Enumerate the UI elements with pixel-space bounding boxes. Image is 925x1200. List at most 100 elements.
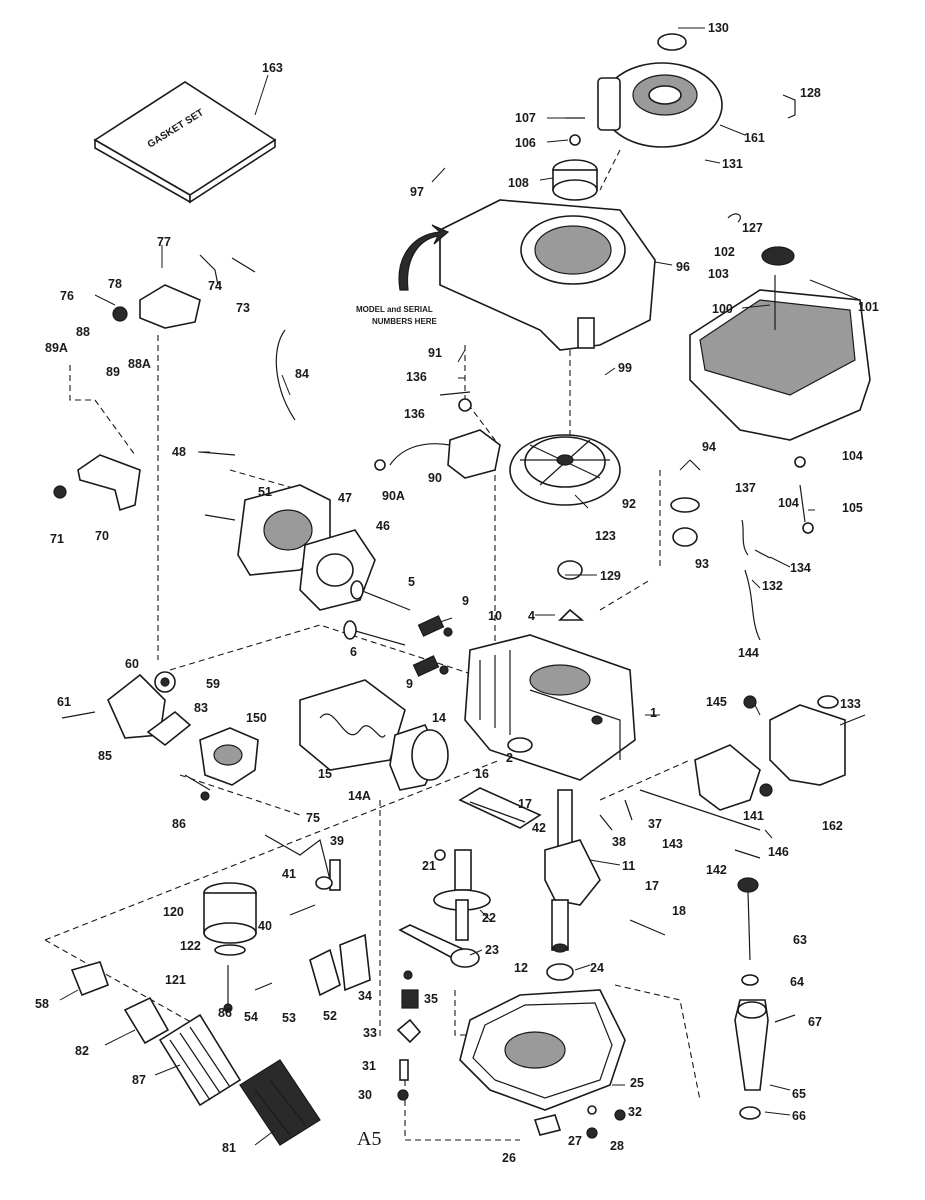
callout-122: 122 <box>180 939 201 953</box>
callout-1: 1 <box>650 706 657 720</box>
callout-71: 71 <box>50 532 64 546</box>
oil-seal <box>507 737 533 753</box>
governor-parts <box>396 970 422 1101</box>
callout-96: 96 <box>676 260 690 274</box>
callout-84: 84 <box>295 367 309 381</box>
callout-86-lower: 86 <box>218 1006 232 1020</box>
callout-127: 127 <box>742 221 763 235</box>
callout-89: 89 <box>106 365 120 379</box>
callout-16: 16 <box>475 767 489 781</box>
callout-88A: 88A <box>128 357 151 371</box>
callout-106: 106 <box>515 136 536 150</box>
callout-74: 74 <box>208 279 222 293</box>
air-filter-assembly <box>70 961 321 1146</box>
callout-59: 59 <box>206 677 220 691</box>
intake-pipe <box>61 671 192 747</box>
callout-32: 32 <box>628 1105 642 1119</box>
callout-123: 123 <box>595 529 616 543</box>
callout-162: 162 <box>822 819 843 833</box>
leader-lines <box>59 27 861 1146</box>
page-mark: A5 <box>357 1128 381 1150</box>
callout-108: 108 <box>508 176 529 190</box>
callout-63: 63 <box>793 933 807 947</box>
fuel-line <box>741 456 814 641</box>
carburetor <box>184 727 259 791</box>
callout-39: 39 <box>330 834 344 848</box>
callout-42: 42 <box>532 821 546 835</box>
callout-146: 146 <box>768 845 789 859</box>
callout-2: 2 <box>506 751 513 765</box>
tank-bracket-assembly <box>743 695 866 797</box>
callout-51: 51 <box>258 485 272 499</box>
throttle-links <box>264 834 341 916</box>
callout-128: 128 <box>800 86 821 100</box>
callout-90A: 90A <box>382 489 405 503</box>
callout-41: 41 <box>282 867 296 881</box>
callout-142: 142 <box>706 863 727 877</box>
callout-104-side: 104 <box>778 496 799 510</box>
connecting-rod <box>398 924 480 968</box>
carb-screw <box>200 791 210 801</box>
callout-88: 88 <box>76 325 90 339</box>
callout-9-upper: 9 <box>462 594 469 608</box>
callout-104-top: 104 <box>842 449 863 463</box>
muffler <box>299 679 449 791</box>
callout-9-lower: 9 <box>406 677 413 691</box>
starter-cup-and-screws <box>552 117 598 201</box>
engine-sump <box>459 989 626 1139</box>
wrist-pin <box>629 919 666 936</box>
callout-101: 101 <box>858 300 879 314</box>
callout-21: 21 <box>422 859 436 873</box>
callout-58: 58 <box>35 997 49 1011</box>
cylinder-head <box>199 451 376 611</box>
callout-33: 33 <box>363 1026 377 1040</box>
callout-31: 31 <box>362 1059 376 1073</box>
rewind-starter <box>597 33 796 148</box>
callout-131: 131 <box>722 157 743 171</box>
part-callouts: 130 128 161 131 107 106 108 163 97 96 12… <box>35 21 879 1165</box>
callout-150: 150 <box>246 711 267 725</box>
callout-38: 38 <box>612 835 626 849</box>
crank-gear <box>546 963 574 981</box>
callout-89A: 89A <box>45 341 68 355</box>
gasket-set-package: GASKET SET <box>93 81 277 204</box>
callout-4: 4 <box>528 609 535 623</box>
callout-11: 11 <box>622 859 635 873</box>
callout-90: 90 <box>428 471 442 485</box>
flywheel-nut <box>557 560 583 580</box>
callout-107: 107 <box>515 111 536 125</box>
callout-145: 145 <box>706 695 727 709</box>
callout-35: 35 <box>424 992 438 1006</box>
callout-47: 47 <box>338 491 352 505</box>
model-serial-note: MODEL and SERIAL NUMBERS HERE <box>356 224 450 326</box>
callout-27: 27 <box>568 1134 582 1148</box>
callout-22: 22 <box>482 911 496 925</box>
primer-parts <box>670 459 701 547</box>
flywheel <box>509 434 621 506</box>
callout-99: 99 <box>618 361 632 375</box>
callout-91: 91 <box>428 346 442 360</box>
callout-30: 30 <box>358 1088 372 1102</box>
callout-18: 18 <box>672 904 686 918</box>
air-cleaner-housing <box>203 882 257 1013</box>
breather-tube <box>458 787 542 829</box>
callout-141: 141 <box>743 809 764 823</box>
callout-15: 15 <box>318 767 332 781</box>
valves <box>343 580 411 646</box>
callout-137: 137 <box>735 481 756 495</box>
callout-17-lower: 17 <box>645 879 659 893</box>
control-bracket <box>112 254 256 329</box>
callout-103: 103 <box>708 267 729 281</box>
callout-132: 132 <box>762 579 783 593</box>
callout-25: 25 <box>630 1076 644 1090</box>
blower-housing <box>439 199 656 351</box>
callout-28: 28 <box>610 1139 624 1153</box>
model-note-line-2: NUMBERS HERE <box>372 317 438 326</box>
callout-14: 14 <box>432 711 446 725</box>
callout-23: 23 <box>485 943 499 957</box>
callout-120: 120 <box>163 905 184 919</box>
flywheel-key <box>558 608 585 621</box>
callout-67: 67 <box>808 1015 822 1029</box>
callout-93: 93 <box>695 557 709 571</box>
cylinder-block <box>464 634 636 781</box>
